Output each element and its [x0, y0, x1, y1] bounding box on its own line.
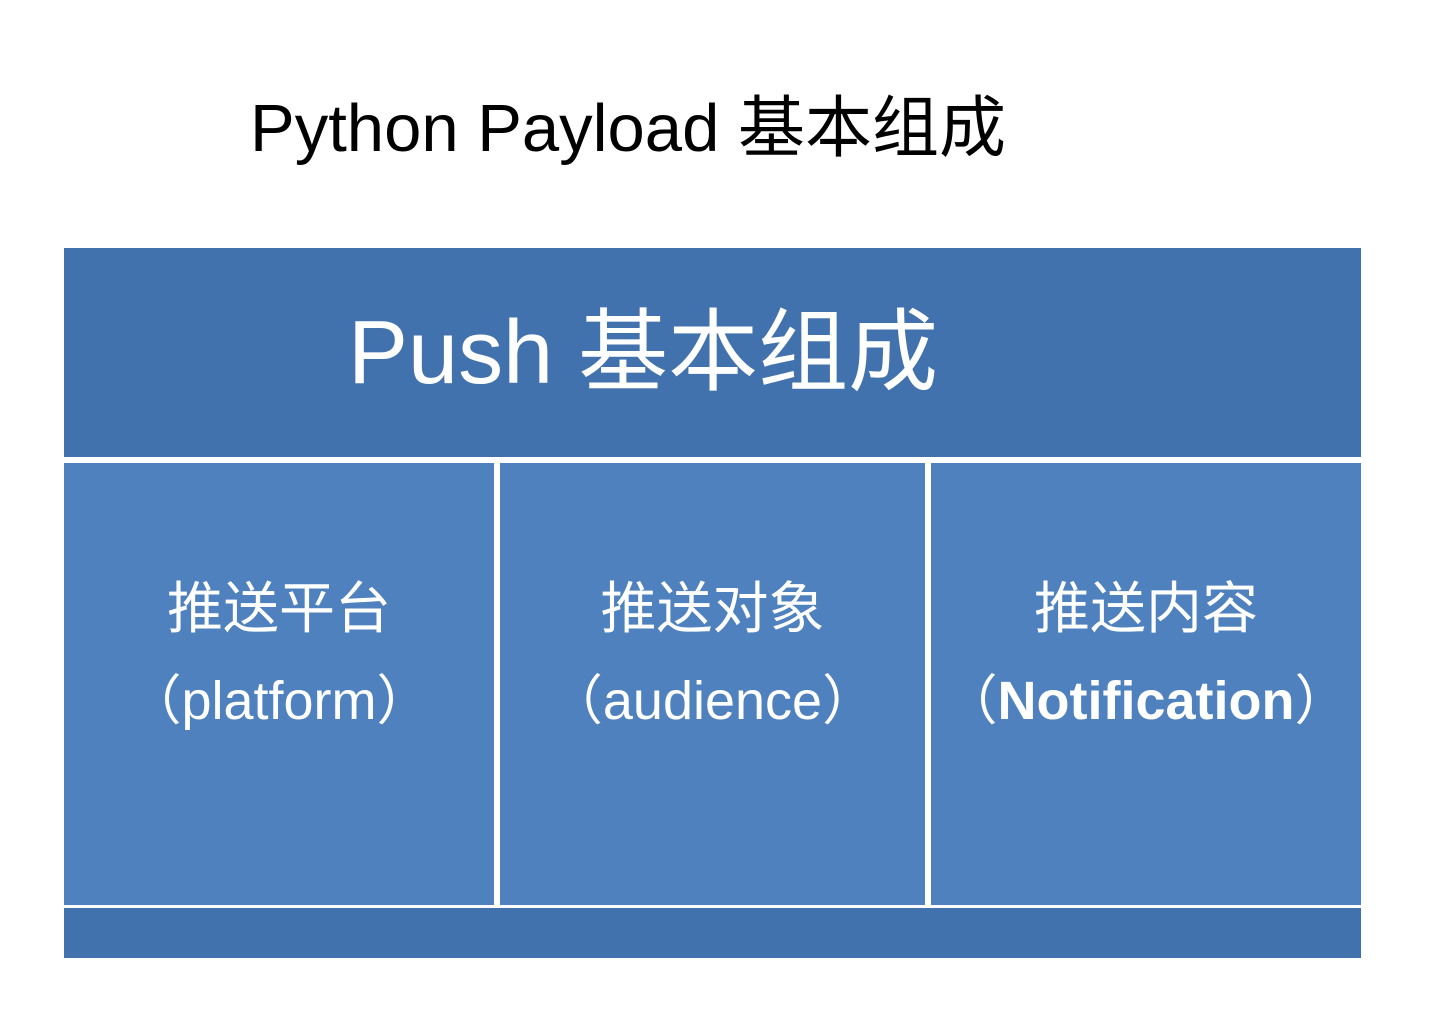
- page-title: Python Payload 基本组成: [250, 91, 1006, 166]
- diagram-column-platform: 推送平台 （platform）: [64, 463, 494, 905]
- column-secondary-label: （platform）: [64, 663, 494, 739]
- column-term: audience: [602, 671, 823, 731]
- open-paren: （: [548, 671, 603, 731]
- column-primary-label: 推送平台: [167, 577, 391, 640]
- diagram-header-band: Push 基本组成: [64, 248, 1361, 457]
- diagram-header-label: Push 基本组成: [348, 302, 939, 403]
- column-text-block: 推送对象 （audience）: [500, 571, 925, 739]
- open-paren: （: [943, 671, 998, 731]
- column-primary-label: 推送对象: [600, 577, 825, 640]
- open-paren: （: [127, 671, 182, 731]
- column-term: Notification: [997, 671, 1295, 731]
- column-term: platform: [181, 671, 377, 731]
- close-paren: ）: [376, 671, 431, 731]
- diagram-column-notification: 推送内容 （Notification）: [931, 463, 1361, 905]
- diagram-column-audience: 推送对象 （audience）: [500, 463, 925, 905]
- column-text-block: 推送内容 （Notification）: [931, 571, 1361, 739]
- diagram-footer-band: [64, 908, 1361, 958]
- push-composition-diagram: Push 基本组成 推送平台 （platform） 推送对象 （audience…: [64, 248, 1361, 958]
- close-paren: ）: [1294, 671, 1349, 731]
- column-secondary-label: （audience）: [500, 663, 925, 739]
- column-secondary-label: （Notification）: [931, 663, 1361, 739]
- close-paren: ）: [822, 671, 877, 731]
- column-text-block: 推送平台 （platform）: [64, 571, 494, 739]
- diagram-column-row: 推送平台 （platform） 推送对象 （audience） 推送内容 （No…: [64, 463, 1361, 905]
- column-primary-label: 推送内容: [1034, 577, 1258, 640]
